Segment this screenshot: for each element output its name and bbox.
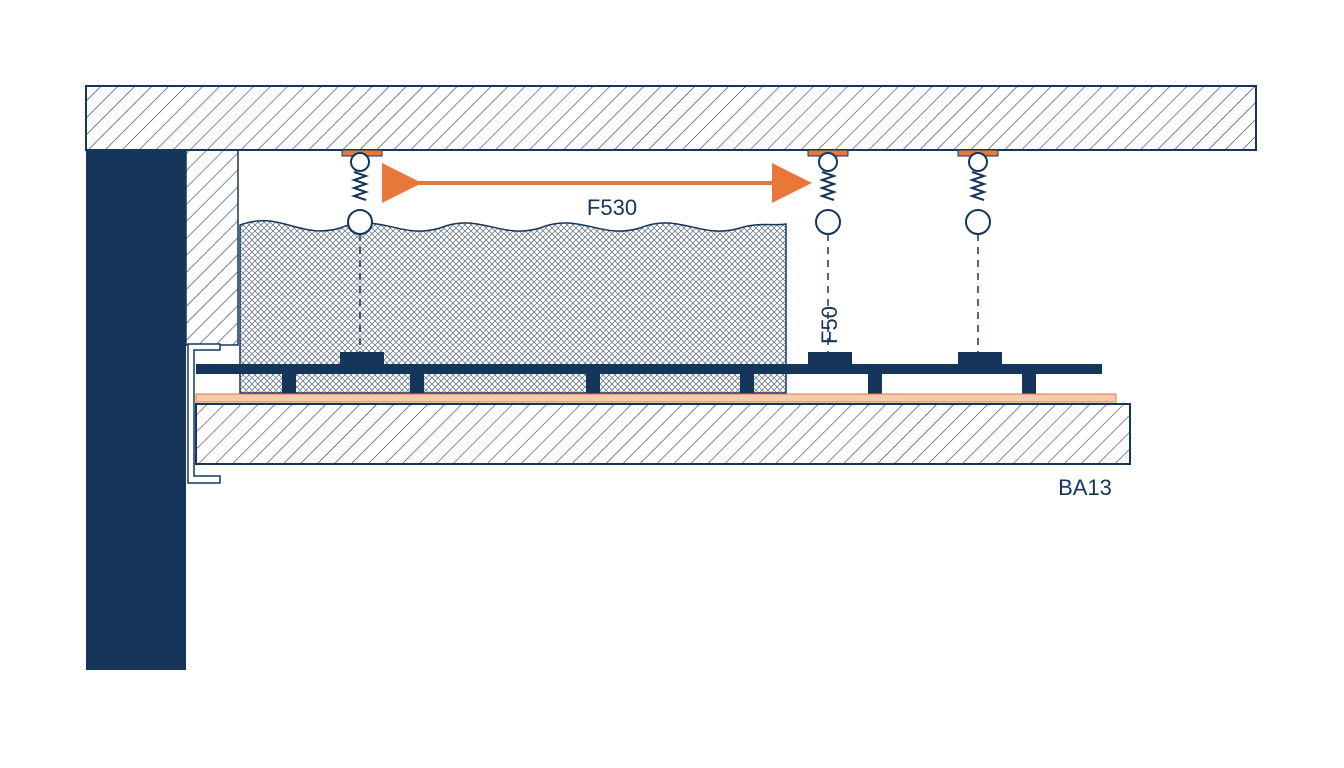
vapour-barrier bbox=[195, 393, 1117, 403]
span-label: F530 bbox=[587, 195, 637, 220]
hanger-2 bbox=[807, 149, 852, 364]
board-label: BA13 bbox=[1058, 475, 1112, 500]
mineral-wool-insulation bbox=[239, 220, 787, 394]
metal-furring-channel bbox=[196, 364, 1102, 394]
wall-angle-bracket bbox=[187, 343, 221, 484]
hanger-3 bbox=[957, 149, 1002, 364]
concrete-slab bbox=[85, 85, 1257, 151]
load-bearing-wall bbox=[86, 150, 186, 670]
hanger-1 bbox=[340, 149, 384, 364]
hanger-gap-label: F50 bbox=[817, 306, 842, 344]
wall-lining bbox=[185, 149, 239, 346]
plasterboard bbox=[195, 403, 1131, 465]
